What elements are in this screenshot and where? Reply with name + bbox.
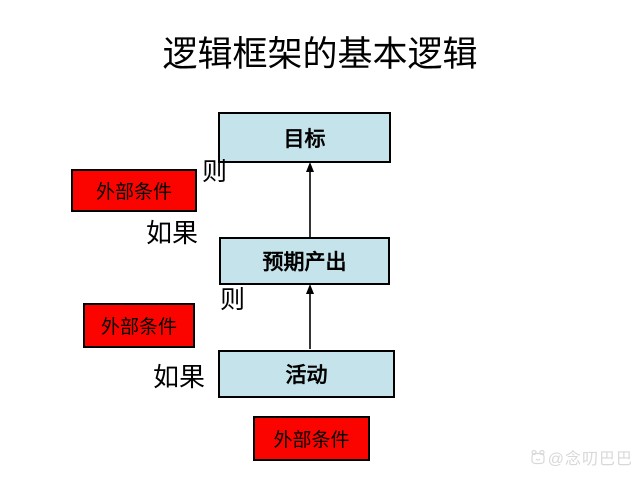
edge-label-if-1: 如果: [146, 219, 199, 248]
edge-label-if-2: 如果: [153, 363, 206, 392]
node-goal: 目标: [218, 112, 391, 163]
condition-box-1-label: 外部条件: [95, 182, 172, 203]
page-title: 逻辑框架的基本逻辑: [162, 35, 478, 74]
node-activity: 活动: [218, 350, 395, 398]
watermark-text: @念叨巴巴: [547, 451, 633, 468]
watermark: @念叨巴巴: [530, 445, 633, 469]
condition-box-3: 外部条件: [253, 416, 370, 461]
node-expected-output-label: 预期产出: [262, 251, 347, 274]
watermark-bear-icon: [530, 449, 546, 465]
condition-box-2-label: 外部条件: [100, 317, 177, 338]
arrow-activity-to-output: [306, 284, 314, 349]
condition-box-3-label: 外部条件: [273, 430, 350, 451]
node-expected-output: 预期产出: [219, 237, 390, 285]
arrow-output-to-goal: [306, 162, 314, 237]
condition-box-1: 外部条件: [71, 169, 197, 212]
edge-label-then-1: 则: [202, 159, 228, 186]
node-activity-label: 活动: [285, 364, 328, 387]
node-goal-label: 目标: [283, 127, 326, 151]
condition-box-2: 外部条件: [83, 303, 195, 348]
edge-label-then-2: 则: [220, 287, 246, 314]
